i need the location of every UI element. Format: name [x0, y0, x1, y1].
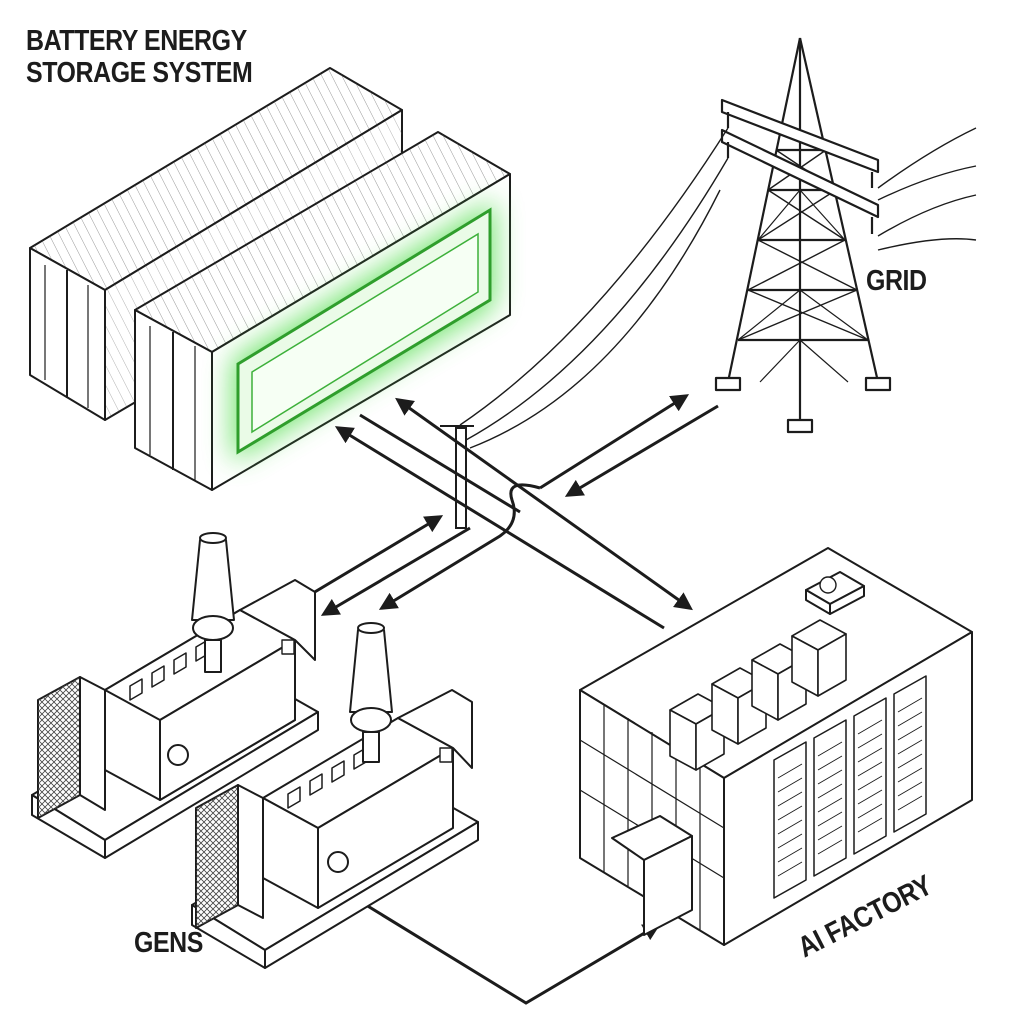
- grid-label: GRID: [866, 265, 927, 297]
- battery-storage-label-line1: BATTERY ENERGY: [26, 25, 247, 57]
- battery-storage-label: BATTERY ENERGY STORAGE SYSTEM: [26, 25, 253, 90]
- battery-storage-label-line2: STORAGE SYSTEM: [26, 56, 253, 89]
- generator-2: [191, 622, 479, 969]
- transmission-tower: [714, 37, 892, 434]
- battery-glow-panel: [232, 200, 495, 462]
- ai-factory-building: [579, 547, 973, 946]
- generator-1: [31, 532, 319, 859]
- gens-label: GENS: [134, 927, 203, 959]
- power-flow-lines: [297, 394, 719, 1005]
